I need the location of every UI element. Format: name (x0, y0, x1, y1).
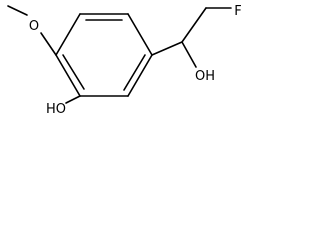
side-chain-bond-ch-ch2 (181, 7, 207, 43)
ring-bond-upper-right (127, 13, 153, 56)
ring-bond-upper-left (55, 13, 81, 56)
ring-bond-lower-left (55, 54, 81, 97)
benzene-ring (55, 13, 153, 97)
methoxy-bond-ring-o (40, 32, 57, 56)
fluoroethanol-side-chain: F OH (151, 4, 242, 84)
side-chain-bond-ch-oh (181, 41, 197, 68)
methoxy-bond-o-methyl (7, 5, 28, 16)
phenol-hydroxyl-label: HO (46, 102, 66, 117)
methoxy-oxygen-label: O (29, 19, 39, 34)
structure-diagram: O HO F OH (7, 4, 242, 117)
side-chain-bond-ring-ch (151, 41, 183, 56)
ring-bond-lower-right (127, 54, 153, 97)
ring-bond-lower-right-inner (123, 54, 146, 91)
methoxy-group: O (7, 5, 57, 56)
alcohol-hydroxyl-label: OH (195, 69, 215, 84)
ring-bond-lower-left-inner (62, 54, 85, 90)
phenol-bond (65, 95, 81, 104)
fluorine-label: F (234, 4, 241, 19)
phenol-hydroxyl-group: HO (46, 95, 81, 117)
